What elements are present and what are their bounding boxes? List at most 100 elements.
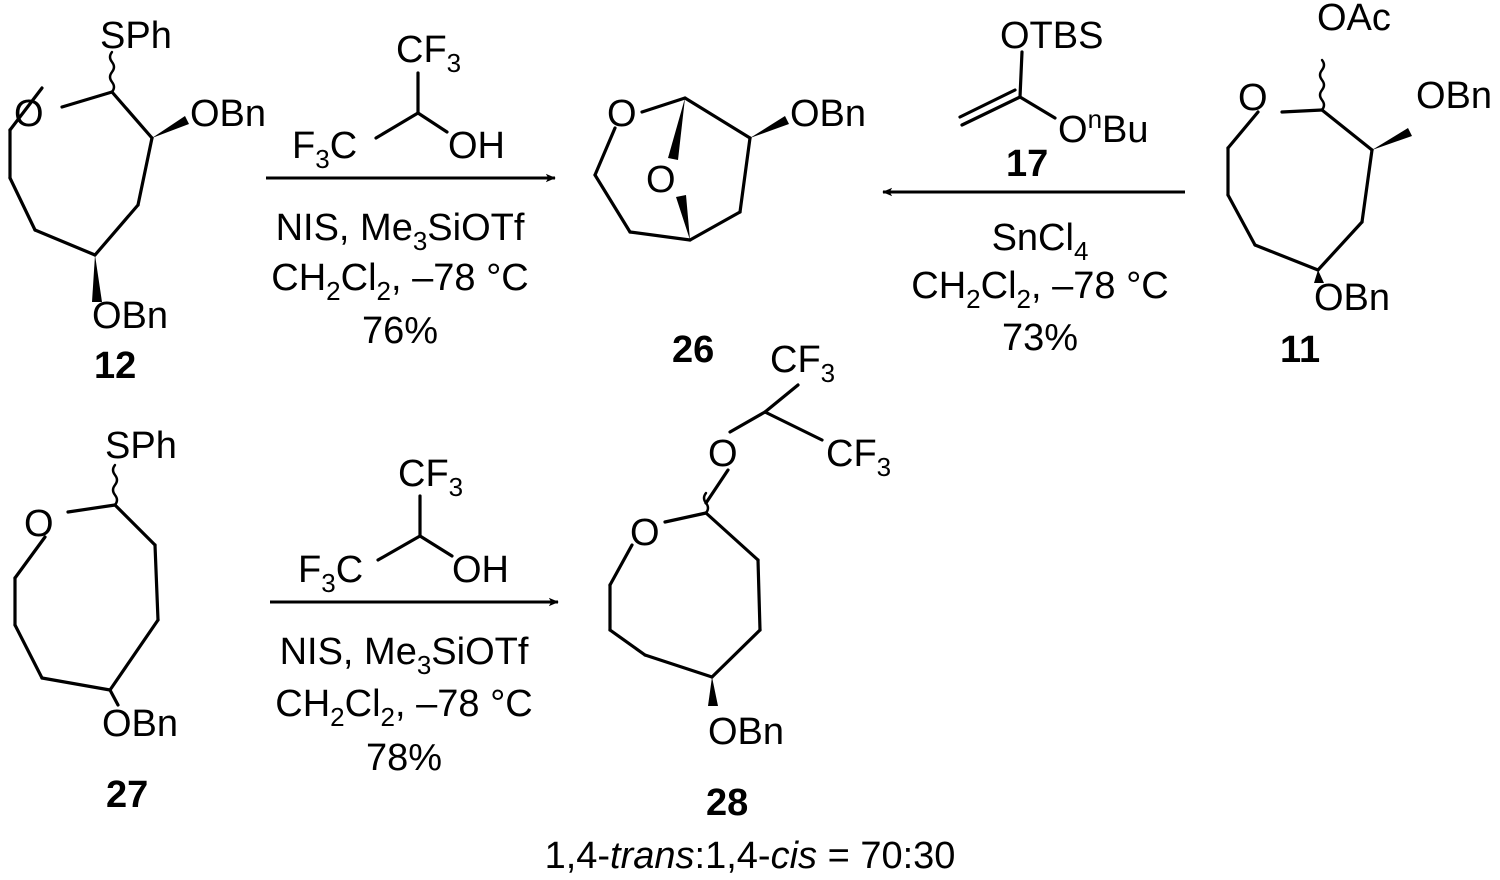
- otbs-label: OTBS: [1000, 15, 1103, 57]
- wedge-bond: [92, 255, 102, 302]
- bond: [593, 173, 632, 234]
- bond: [628, 230, 692, 242]
- bond: [738, 136, 752, 214]
- yield-label: 76%: [362, 310, 438, 352]
- compound-number: 12: [94, 345, 136, 387]
- bond: [8, 86, 44, 132]
- bond: [728, 410, 767, 434]
- compound-11: OAc OBn O OBn 11: [1226, 0, 1492, 371]
- conditions-line-2: CH2Cl2, –78 °C: [911, 265, 1168, 314]
- obn-label: OBn: [1314, 277, 1390, 319]
- bond: [608, 543, 634, 587]
- compound-17: OTBS OnBu 17: [958, 15, 1149, 185]
- bond: [416, 111, 449, 134]
- wavy-bond: [1318, 58, 1326, 112]
- bond: [756, 558, 762, 632]
- obn-label: OBn: [102, 703, 178, 745]
- reaction-arrow-3: NIS, Me3SiOTf CH2Cl2, –78 °C 78%: [270, 597, 559, 779]
- bridge-oxygen-label: O: [646, 159, 676, 201]
- bond: [1316, 220, 1364, 272]
- compound-27: SPh O OBn 27: [13, 425, 178, 816]
- bond: [13, 623, 44, 680]
- diastereomer-ratio: 1,4-trans:1,4-cis = 70:30: [545, 835, 956, 877]
- bond: [1253, 243, 1320, 272]
- wavy-bond: [702, 491, 710, 515]
- bond: [13, 535, 47, 580]
- bond: [1320, 108, 1374, 152]
- conditions-line-1: NIS, Me3SiOTf: [276, 207, 525, 256]
- bond: [1018, 95, 1057, 120]
- ring-oxygen-label: O: [1238, 77, 1268, 119]
- bond: [93, 203, 140, 257]
- reagent-hfip-1: CF3 F3C OH: [292, 29, 505, 174]
- bond: [108, 688, 120, 707]
- compound-26: O O OBn 26: [593, 93, 866, 371]
- compound-28: O CF3 CF3 O OBn 28 1,4-trans:1,4-cis = 7…: [545, 339, 956, 877]
- compound-number: 27: [106, 774, 148, 816]
- reaction-arrow-2: SnCl4 CH2Cl2, –78 °C 73%: [882, 187, 1185, 359]
- bond: [60, 90, 114, 109]
- yield-label: 73%: [1002, 317, 1078, 359]
- bond: [374, 111, 420, 140]
- bond: [8, 176, 37, 232]
- bond: [608, 628, 647, 657]
- cf3-label: CF3: [398, 453, 463, 502]
- bond: [66, 503, 117, 514]
- wedge-bond: [1372, 128, 1412, 150]
- conditions-line-1: NIS, Me3SiOTf: [280, 631, 529, 680]
- compound-number: 11: [1280, 329, 1320, 371]
- wedge-bond: [668, 98, 685, 160]
- conditions-line-2: CH2Cl2, –78 °C: [271, 257, 528, 306]
- cf3-label: CF3: [770, 339, 835, 388]
- bond: [688, 210, 742, 242]
- oh-label: OH: [448, 125, 505, 167]
- obu-label: OnBu: [1058, 104, 1149, 151]
- wedge-bond: [708, 677, 718, 706]
- obn-label: OBn: [1416, 75, 1492, 117]
- conditions-line-1: SnCl4: [992, 217, 1089, 266]
- reagent-hfip-2: CF3 F3C OH: [298, 453, 509, 598]
- bond: [643, 653, 714, 679]
- bond: [763, 383, 800, 414]
- wavy-bond: [108, 50, 116, 94]
- bond: [593, 126, 617, 177]
- obn-label: OBn: [190, 93, 266, 135]
- sph-label: SPh: [105, 425, 177, 467]
- bond: [1018, 50, 1024, 99]
- bond: [40, 676, 112, 692]
- wedge-bond: [750, 116, 789, 138]
- obn-label: OBn: [708, 711, 784, 753]
- bond: [110, 90, 154, 140]
- wedge-bond: [676, 195, 690, 240]
- wavy-bond: [111, 463, 119, 507]
- bond: [33, 228, 97, 257]
- ring-oxygen-label: O: [630, 512, 660, 554]
- bond: [1226, 110, 1260, 150]
- compound-number: 17: [1006, 143, 1048, 185]
- f3c-label: F3C: [298, 549, 363, 598]
- bond: [153, 543, 160, 622]
- reaction-arrow-1: NIS, Me3SiOTf CH2Cl2, –78 °C 76%: [266, 173, 556, 352]
- bond: [763, 410, 824, 442]
- wedge-bond: [152, 116, 189, 138]
- bond: [136, 136, 154, 207]
- bond: [958, 88, 1017, 119]
- bond: [418, 534, 454, 558]
- bond: [704, 468, 730, 505]
- compound-12-bonds: [8, 50, 189, 302]
- bond: [376, 534, 422, 562]
- compound-number: 28: [706, 782, 748, 824]
- obn-label: OBn: [92, 295, 168, 337]
- bond: [108, 618, 160, 692]
- bond: [640, 96, 687, 114]
- yield-label: 78%: [366, 737, 442, 779]
- ring-oxygen-label: O: [607, 93, 637, 135]
- cf3-label: CF3: [396, 29, 461, 78]
- bond: [663, 511, 708, 524]
- cf3-label: CF3: [826, 433, 891, 482]
- oh-label: OH: [452, 549, 509, 591]
- bond: [960, 95, 1022, 127]
- ether-oxygen-label: O: [708, 433, 738, 475]
